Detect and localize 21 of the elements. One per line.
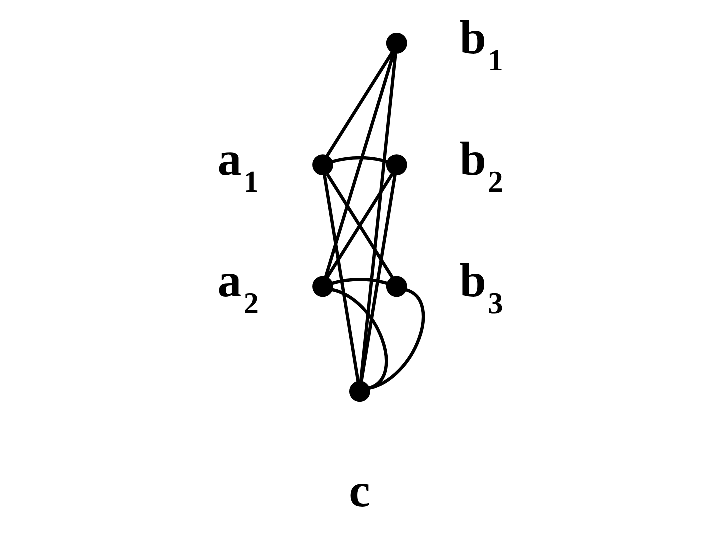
node-label: b$_{3}$	[459, 254, 503, 321]
connector	[331, 288, 388, 390]
connector	[324, 52, 396, 278]
node-label: c	[348, 464, 370, 518]
node-label: b$_{2}$	[459, 133, 503, 200]
node-label: a$_{1}$	[217, 133, 258, 200]
connector	[359, 174, 396, 382]
node-circle	[386, 32, 407, 54]
node-circle	[386, 276, 407, 298]
node-circle	[312, 276, 333, 298]
node-label: b$_{1}$	[459, 11, 503, 78]
node-label: a$_{2}$	[217, 254, 258, 321]
connector	[368, 288, 425, 390]
connector	[325, 52, 394, 157]
connector	[331, 156, 388, 164]
connector	[358, 53, 397, 382]
node-circle	[386, 154, 407, 176]
connector	[331, 278, 388, 286]
connector	[322, 174, 360, 382]
node-circle	[349, 381, 370, 402]
node-circle	[312, 154, 333, 176]
